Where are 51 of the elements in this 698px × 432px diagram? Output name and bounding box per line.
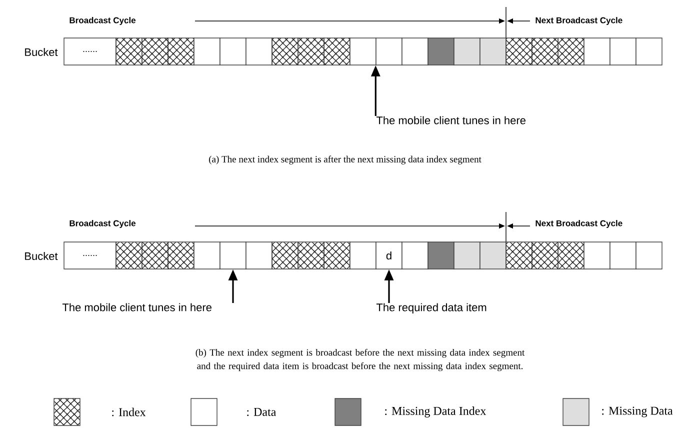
index-bucket (298, 38, 324, 66)
data-bucket (220, 38, 246, 66)
bucket-cell: ...... (64, 242, 116, 270)
cycle-label: Broadcast Cycle (70, 220, 136, 228)
data-bucket: d (376, 242, 402, 270)
missing-data-bucket (454, 38, 480, 66)
data-bucket (350, 38, 376, 66)
data-bucket (636, 38, 662, 66)
legend-text: : Index (112, 408, 146, 416)
index-bucket (272, 242, 298, 270)
bucket-cell: ...... (64, 38, 116, 66)
missing-index-bucket (428, 242, 454, 270)
legend-text: : Missing Data Index (385, 406, 486, 418)
data-bucket (246, 242, 272, 270)
caption: (b) The next index segment is broadcast before the next missing data index segment and the required data item is broadcast before the next missing data index segment. (196, 348, 525, 372)
missing-data-bucket (480, 242, 506, 270)
data-bucket (194, 38, 220, 66)
data-bucket (584, 242, 610, 270)
data-bucket (636, 242, 662, 270)
note-text: The mobile client tunes in here (376, 116, 526, 124)
data-bucket (350, 242, 376, 270)
data-bucket (246, 38, 272, 66)
index-bucket (142, 38, 168, 66)
index-bucket (532, 38, 558, 66)
data-bucket (584, 38, 610, 66)
cycle-label: Next Broadcast Cycle (536, 220, 622, 228)
note-text: The required data item (376, 303, 486, 314)
data-bucket (220, 242, 246, 270)
index-bucket (116, 242, 142, 270)
index-bucket (142, 242, 168, 270)
legend-text: : Missing Data (602, 406, 673, 418)
cycle-label: Next Broadcast Cycle (536, 17, 622, 25)
missing-index-bucket (428, 38, 454, 66)
data-bucket (610, 242, 636, 270)
index-bucket (272, 38, 298, 66)
data-bucket (610, 38, 636, 66)
index-bucket (506, 38, 532, 66)
data-bucket (402, 38, 428, 66)
index-bucket (298, 242, 324, 270)
data-bucket (402, 242, 428, 270)
index-bucket (532, 242, 558, 270)
index-bucket (116, 38, 142, 66)
missing-data-bucket (454, 242, 480, 270)
missing-data-bucket (480, 38, 506, 66)
data-bucket (194, 242, 220, 270)
index-bucket (506, 242, 532, 270)
data-bucket (376, 38, 402, 66)
note-text: The mobile client tunes in here (62, 303, 212, 312)
caption: (a) The next index segment is after the next missing data index segment (209, 156, 482, 164)
legend-text: : Data (247, 408, 276, 416)
cycle-label: Broadcast Cycle (70, 17, 136, 25)
